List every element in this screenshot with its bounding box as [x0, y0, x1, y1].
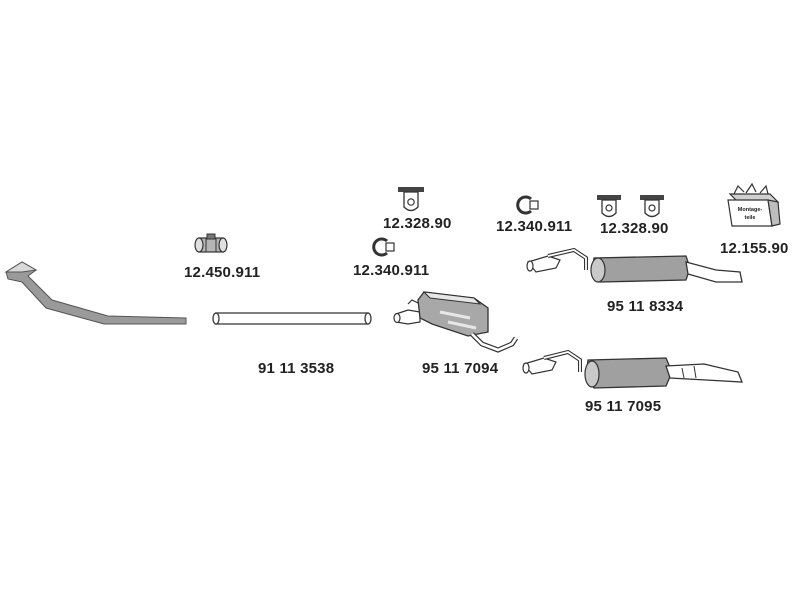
- part-number-ring-right: 12.340.911: [496, 218, 573, 235]
- part-number-hanger-right: 12.328.90: [600, 220, 669, 237]
- part-number-middle-pipe: 91 11 3538: [258, 360, 335, 377]
- clamp-ring-icon: [372, 237, 395, 257]
- clamp-ring-icon: [516, 195, 539, 215]
- rear-muffler-icon: [522, 349, 743, 389]
- part-number-ring-center: 12.340.911: [353, 262, 430, 279]
- part-number-rear-muffler-upper: 95 11 8334: [607, 298, 684, 315]
- rear-muffler-icon: [526, 247, 743, 283]
- rubber-hanger-icon: [640, 195, 664, 218]
- rubber-hanger-icon: [398, 187, 424, 212]
- part-number-rear-muffler-lower: 95 11 7095: [585, 398, 662, 415]
- part-number-center-muffler: 95 11 7094: [422, 360, 499, 377]
- part-number-hanger-center: 12.328.90: [383, 215, 452, 232]
- straight-pipe-icon: [212, 312, 372, 325]
- pipe-clamp-icon: [194, 233, 228, 253]
- part-number-mounting-kit: 12.155.90: [720, 240, 789, 257]
- center-muffler-icon: [393, 291, 519, 353]
- svg-text:teile: teile: [744, 215, 755, 221]
- front-pipe-icon: [4, 261, 187, 325]
- svg-text:Montage-: Montage-: [738, 207, 763, 213]
- part-number-clamp-left: 12.450.911: [184, 264, 261, 281]
- mounting-kit-box-icon: Montage- teile: [727, 182, 781, 227]
- rubber-hanger-icon: [597, 195, 621, 218]
